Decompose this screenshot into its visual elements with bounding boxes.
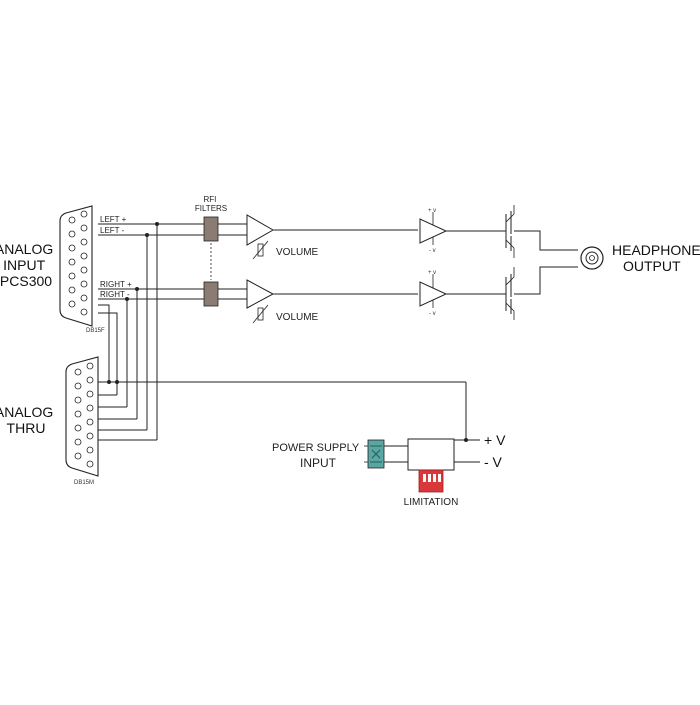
minus-v-label: - V	[484, 454, 503, 470]
power-regulator-box	[407, 438, 455, 471]
junction-dots	[107, 222, 468, 442]
db15f-label: DB15F	[86, 328, 105, 334]
plus-v-label-2: + v	[428, 270, 436, 276]
headphone-output-label: HEADPHONE OUTPUT	[612, 242, 700, 274]
db15f-connector	[59, 205, 93, 327]
analog-input-label: ANALOG INPUT PCS300	[0, 241, 57, 289]
right-plus-label: RIGHT +	[100, 280, 132, 289]
headphone-jack-icon	[580, 246, 604, 270]
db15m-connector	[65, 356, 99, 477]
volume-amp-right	[246, 279, 418, 324]
left-plus-label: LEFT +	[100, 215, 127, 224]
db15m-label: DB15M	[74, 480, 94, 486]
output-stage-left	[500, 205, 578, 258]
minus-v-label-1: - v	[429, 248, 436, 254]
output-stage-right	[500, 266, 578, 320]
limitation-switch[interactable]	[418, 469, 444, 493]
rfi-filter-left	[203, 216, 219, 242]
rfi-filter-right	[203, 281, 219, 307]
rfi-filters-label: RFI FILTERS	[195, 195, 227, 213]
signal-wires	[98, 223, 467, 441]
power-supply-label: POWER SUPPLY INPUT	[272, 442, 362, 470]
volume-label-1: VOLUME	[276, 247, 319, 258]
minus-v-label-2: - v	[429, 311, 436, 317]
power-connector	[364, 439, 385, 469]
buffer-amp-right	[419, 274, 500, 308]
plus-v-label-1: + v	[428, 208, 436, 214]
right-minus-label: RIGHT -	[100, 290, 130, 299]
volume-amp-left	[246, 214, 418, 260]
volume-label-2: VOLUME	[276, 312, 319, 323]
plus-v-label: + V	[484, 432, 506, 448]
limitation-label: LIMITATION	[404, 497, 459, 508]
analog-thru-label: ANALOG THRU	[0, 404, 57, 436]
left-minus-label: LEFT -	[100, 226, 125, 235]
buffer-amp-left	[419, 212, 500, 245]
